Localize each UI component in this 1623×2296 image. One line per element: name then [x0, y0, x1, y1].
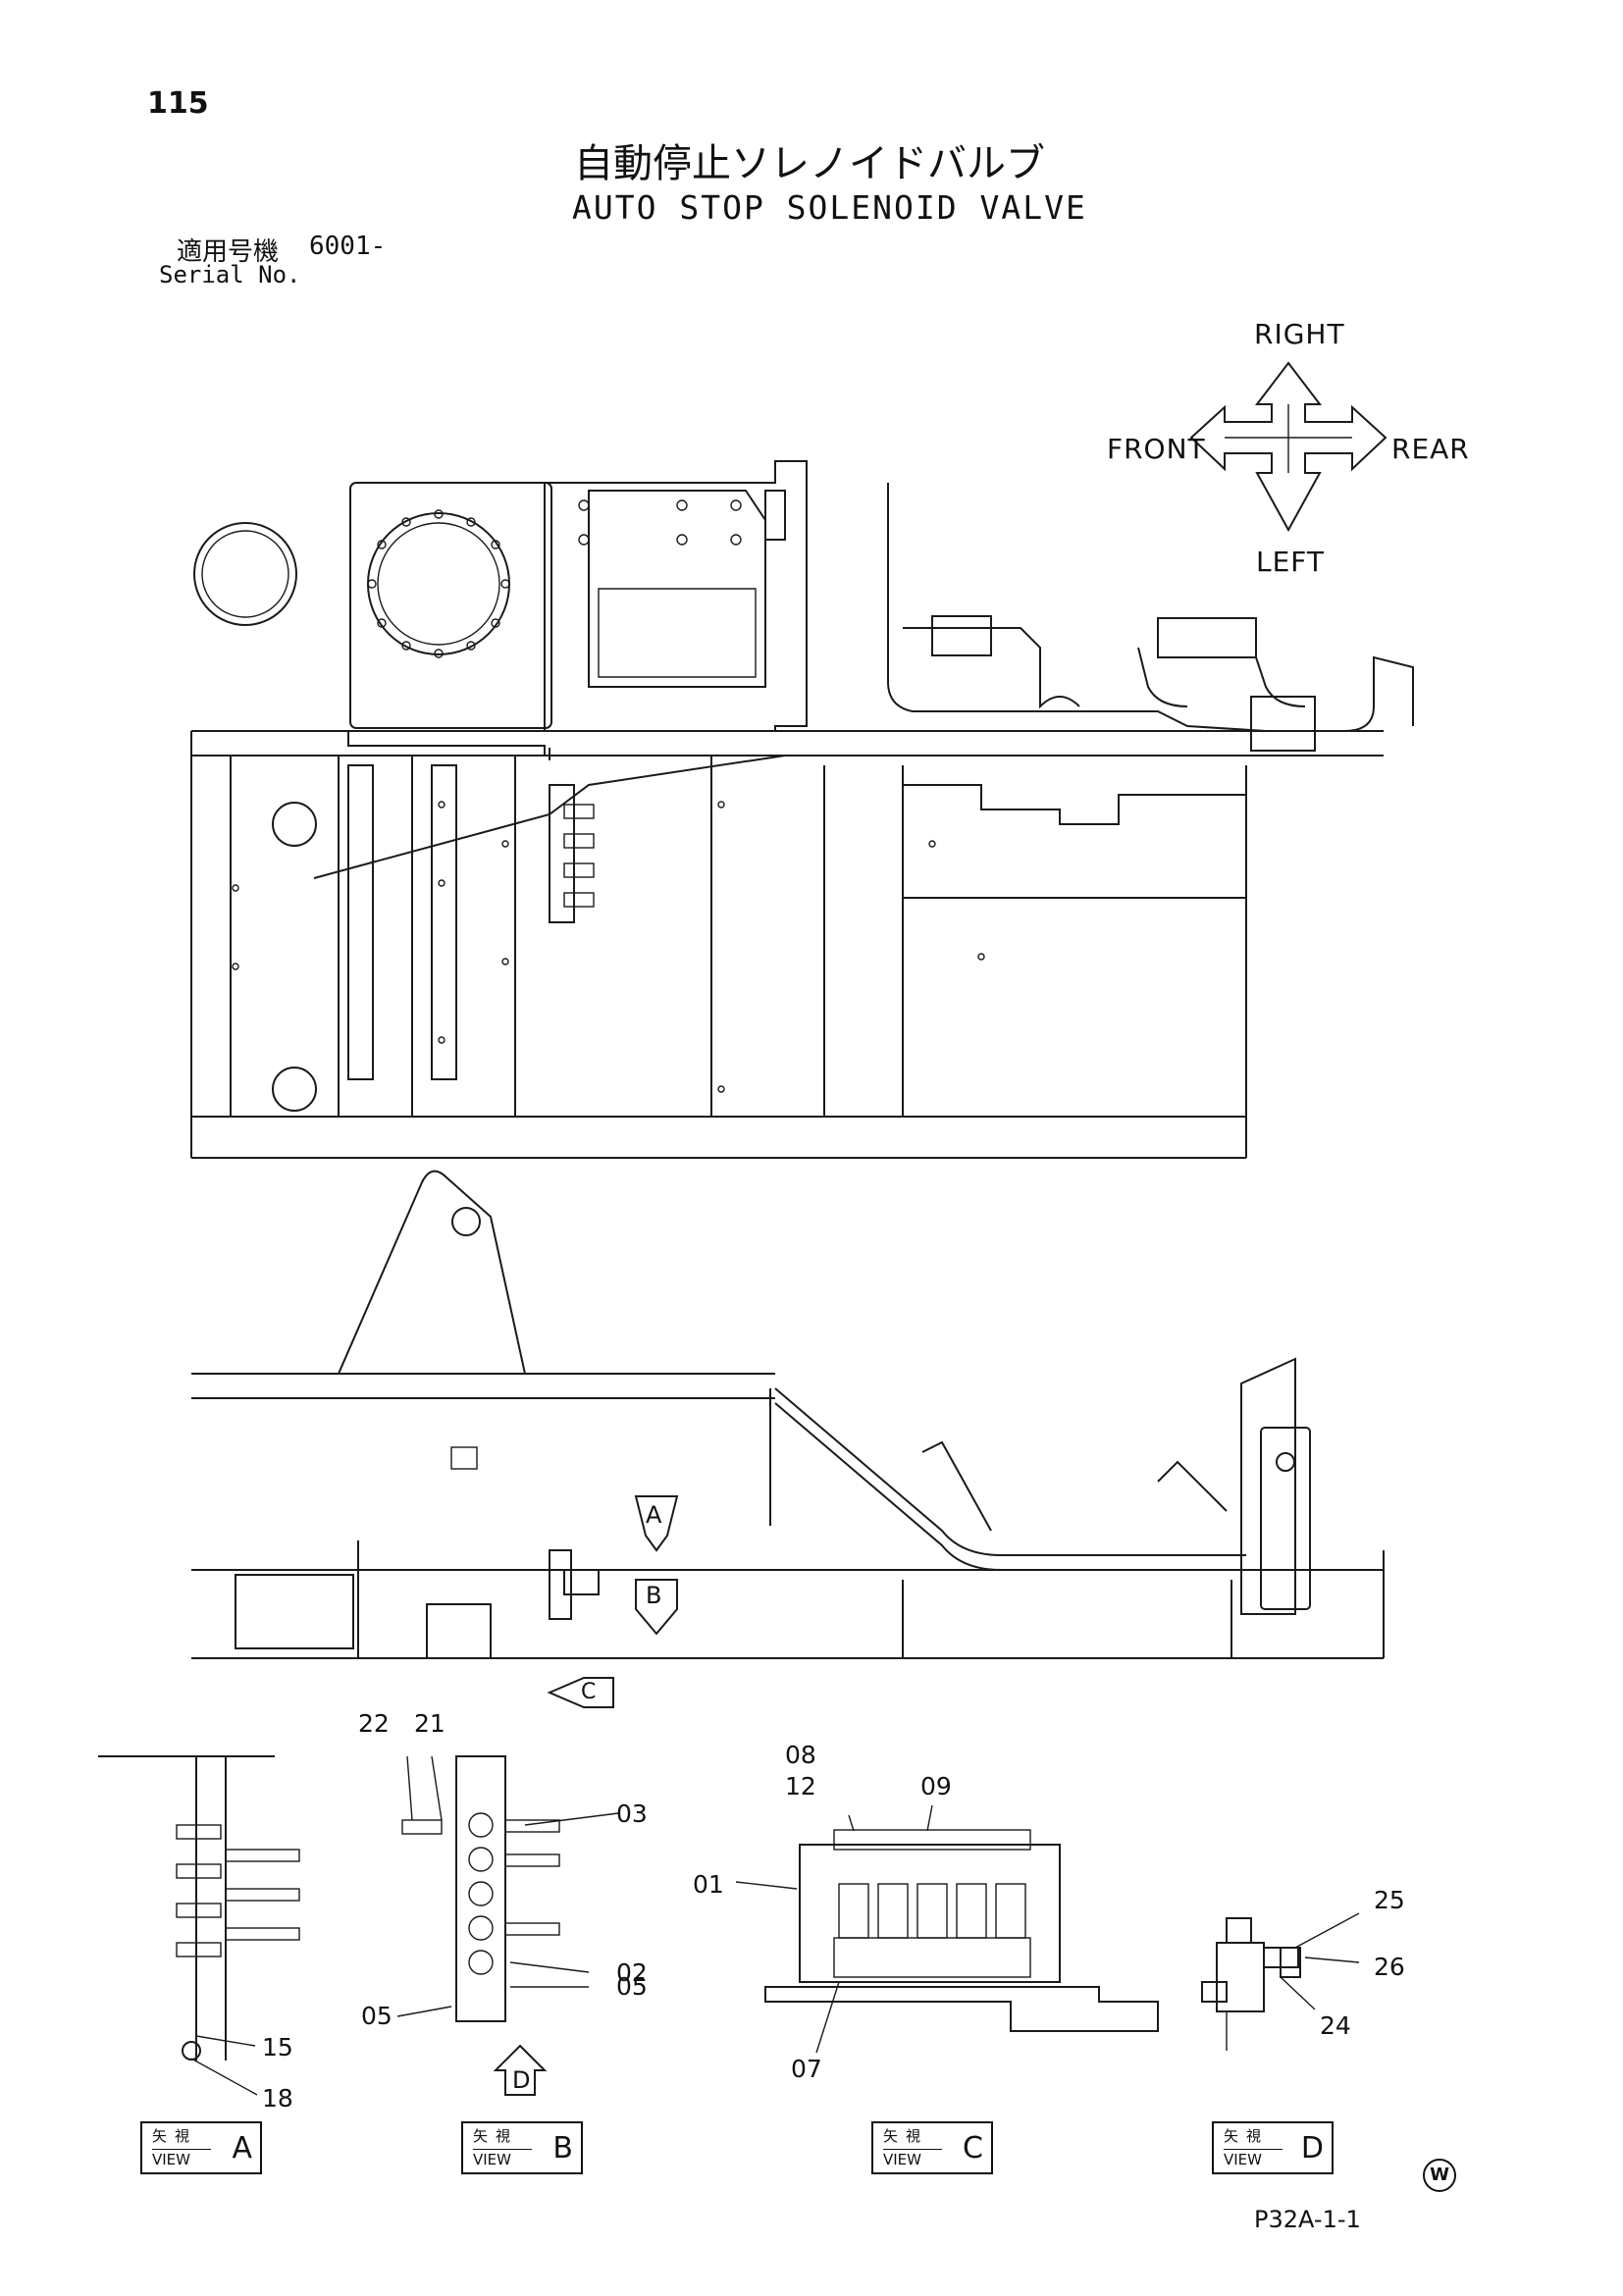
view-b-label: 矢視 VIEW B [461, 2121, 583, 2174]
view-a-label: 矢視 VIEW A [140, 2121, 262, 2174]
callout-25: 25 [1374, 1886, 1405, 1914]
callout-18: 18 [262, 2084, 293, 2113]
compass-left-label: LEFT [1256, 546, 1326, 578]
w-mark: W [1423, 2159, 1456, 2192]
callout-26: 26 [1374, 1953, 1405, 1981]
main-frame-side-view [191, 1170, 1385, 1708]
view-a-letter: A [232, 2131, 252, 2166]
view-b-detail [396, 1755, 619, 2096]
page-number: 115 [147, 86, 209, 121]
view-arrow-d-label: D [512, 2066, 532, 2094]
view-d-detail [1201, 1912, 1360, 2051]
view-d-label-jp: 矢視 [1224, 2127, 1270, 2145]
view-c-label: 矢視 VIEW C [871, 2121, 993, 2174]
serial-number-value: 6001- [309, 232, 387, 261]
view-d-label-en: VIEW [1224, 2149, 1283, 2168]
callout-08: 08 [785, 1741, 816, 1769]
view-b-label-jp: 矢視 [473, 2127, 519, 2145]
view-c-letter: C [963, 2131, 983, 2166]
view-c-detail [735, 1804, 1159, 2054]
view-arrow-b [635, 1579, 678, 1636]
view-c-label-jp: 矢視 [883, 2127, 929, 2145]
callout-24: 24 [1320, 2011, 1351, 2040]
view-arrow-a [634, 1495, 679, 1552]
compass-front-label: FRONT [1107, 433, 1206, 465]
view-b-letter: B [552, 2131, 573, 2166]
callout-05-left: 05 [361, 2002, 393, 2030]
direction-compass [1189, 361, 1387, 533]
callout-15: 15 [262, 2033, 293, 2061]
upper-frame-assembly [193, 460, 1414, 752]
serial-label-english: Serial No. [159, 261, 301, 288]
callout-22: 22 [358, 1709, 390, 1738]
drawing-code: P32A-1-1 [1254, 2206, 1361, 2233]
callout-02: 02 [616, 1958, 648, 1987]
callout-21: 21 [414, 1709, 445, 1738]
view-arrow-d [493, 2044, 548, 2096]
title-japanese: 自動停止ソレノイドバルブ [574, 141, 1045, 186]
main-frame-upper [190, 730, 1384, 1159]
view-a-label-jp: 矢視 [152, 2127, 198, 2145]
view-a-label-en: VIEW [152, 2149, 211, 2168]
view-arrow-c-label: C [581, 1680, 598, 1704]
view-b-label-en: VIEW [473, 2149, 532, 2168]
title-english: AUTO STOP SOLENOID VALVE [572, 188, 1087, 227]
callout-03: 03 [616, 1800, 648, 1828]
view-c-label-en: VIEW [883, 2149, 942, 2168]
view-d-letter: D [1300, 2131, 1324, 2166]
view-a-detail [98, 1755, 300, 2096]
view-arrow-a-label: A [646, 1501, 663, 1529]
callout-12: 12 [785, 1772, 816, 1800]
view-arrow-c [547, 1677, 614, 1708]
callout-07: 07 [791, 2055, 822, 2083]
callout-09: 09 [920, 1772, 952, 1800]
serial-label-japanese: 適用号機 [177, 237, 280, 267]
compass-right-label: RIGHT [1254, 318, 1345, 350]
compass-rear-label: REAR [1391, 433, 1470, 465]
callout-05-right: 05 [616, 1972, 648, 2001]
view-d-label: 矢視 VIEW D [1212, 2121, 1334, 2174]
callout-01: 01 [693, 1870, 724, 1899]
view-arrow-b-label: B [646, 1582, 663, 1609]
